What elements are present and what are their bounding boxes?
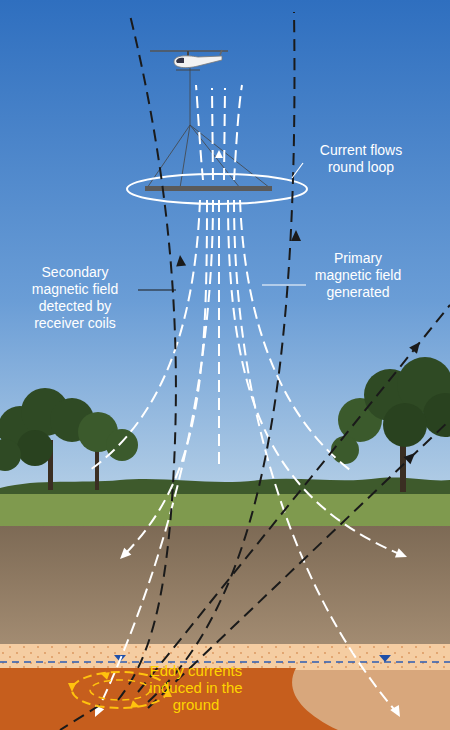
loop-frame bbox=[145, 186, 272, 191]
cable bbox=[190, 125, 240, 188]
eddy-current-loop bbox=[90, 680, 150, 700]
field-line bbox=[240, 200, 350, 470]
cable bbox=[190, 68, 191, 125]
field-line bbox=[90, 200, 200, 470]
water-table-symbol bbox=[379, 655, 391, 662]
arrowhead bbox=[390, 705, 404, 720]
field-line bbox=[234, 85, 242, 180]
skid bbox=[176, 70, 200, 71]
field-line bbox=[196, 85, 203, 180]
callout-label: Current flows round loop bbox=[300, 142, 422, 176]
field-line bbox=[118, 15, 176, 700]
callout-label: Primary magnetic field generated bbox=[306, 250, 410, 301]
rotor-mast bbox=[187, 51, 189, 56]
primary-field-arrows bbox=[90, 150, 408, 720]
primary-field-lines bbox=[90, 85, 404, 714]
tree-crown bbox=[331, 436, 359, 464]
arrowhead bbox=[116, 548, 131, 563]
cable bbox=[180, 125, 190, 188]
field-line bbox=[224, 88, 225, 180]
leader-line bbox=[292, 163, 303, 178]
arrowhead bbox=[175, 254, 186, 266]
secondary-field-arrows bbox=[175, 230, 424, 464]
tree-crown bbox=[383, 403, 427, 447]
green-field bbox=[0, 494, 450, 528]
arrowhead bbox=[409, 339, 424, 354]
field-line bbox=[60, 705, 100, 730]
current-loop bbox=[127, 174, 307, 204]
secondary-field-lines bbox=[60, 12, 450, 730]
arrowhead bbox=[130, 700, 141, 711]
cockpit bbox=[176, 58, 184, 63]
leader-line bbox=[138, 289, 176, 290]
field-line bbox=[212, 88, 213, 180]
sky bbox=[0, 0, 450, 500]
callout-label: Eddy currents induced in the ground bbox=[140, 662, 252, 713]
tail-fin bbox=[220, 50, 222, 55]
field-line bbox=[218, 200, 220, 470]
tree-crown bbox=[423, 393, 450, 437]
tow-cables bbox=[147, 68, 270, 188]
tree-crown bbox=[0, 439, 21, 471]
arrowhead bbox=[215, 150, 223, 158]
helicopter bbox=[150, 50, 228, 70]
tree-crown bbox=[17, 430, 53, 466]
ploughed-field bbox=[0, 526, 450, 646]
arrowhead bbox=[404, 449, 419, 464]
field-line bbox=[96, 200, 213, 714]
arrowhead bbox=[291, 230, 301, 241]
field-line bbox=[138, 305, 450, 692]
left-trees bbox=[0, 388, 138, 490]
leader-line bbox=[262, 284, 306, 285]
tree-crown bbox=[106, 429, 138, 461]
arrowhead bbox=[68, 683, 76, 692]
fuselage bbox=[174, 56, 222, 68]
field-line bbox=[148, 12, 294, 702]
arrowhead bbox=[99, 669, 110, 680]
arrowhead bbox=[395, 548, 409, 561]
callout-label: Secondary magnetic field detected by rec… bbox=[12, 264, 138, 332]
